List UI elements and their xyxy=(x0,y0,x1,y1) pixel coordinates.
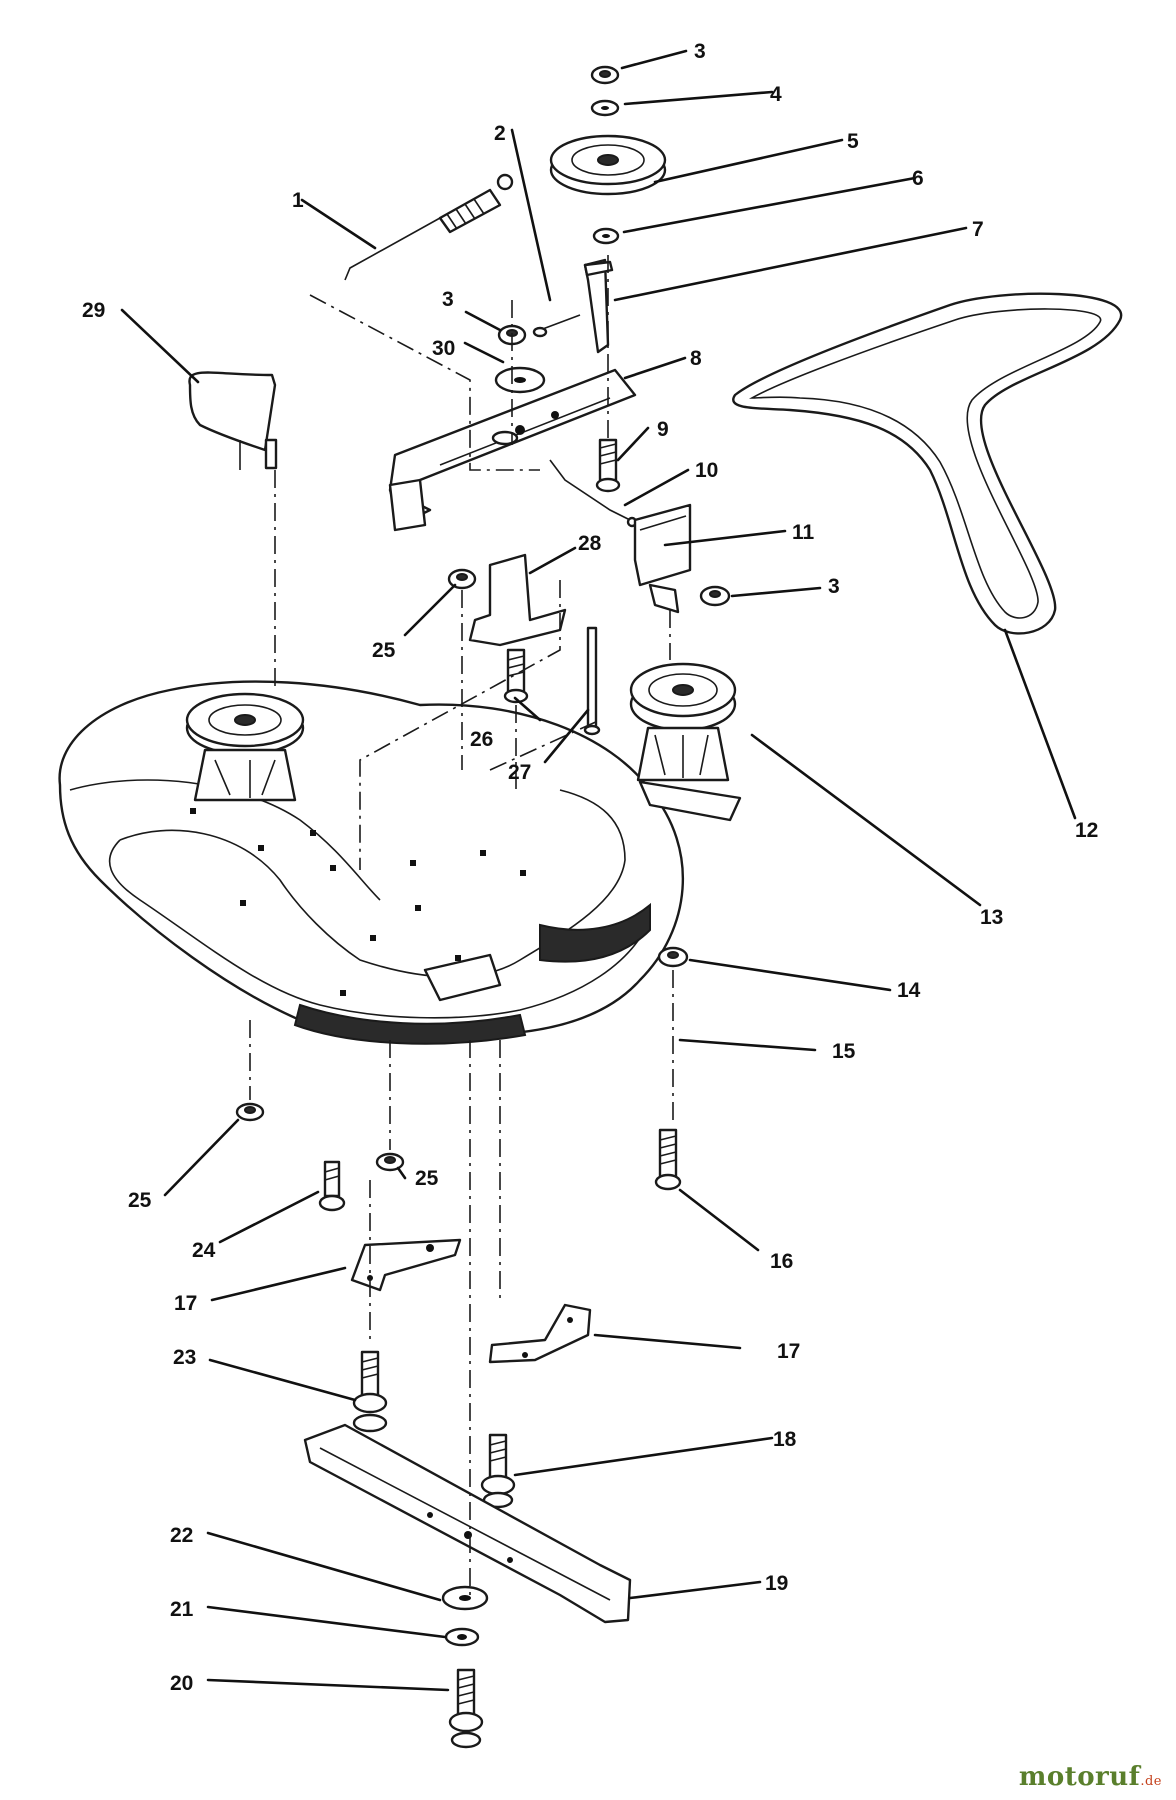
callout-9: 9 xyxy=(657,418,669,441)
watermark-main: motoruf xyxy=(1018,1762,1141,1792)
nut-25-left xyxy=(235,1102,265,1122)
nut-25-center xyxy=(375,1152,405,1172)
leader-lines xyxy=(120,49,1077,1692)
callout-1: 1 xyxy=(292,189,304,212)
nut-25-upper xyxy=(447,568,477,590)
nut-14 xyxy=(657,946,689,968)
mower-blade xyxy=(303,1423,632,1624)
bolt-24 xyxy=(318,1160,346,1212)
callout-3-right: 3 xyxy=(828,575,840,598)
callout-25-upper: 25 xyxy=(372,639,396,662)
lift-handle xyxy=(188,371,278,470)
clevis-pin xyxy=(532,314,581,338)
mower-deck xyxy=(58,680,685,1045)
callout-28: 28 xyxy=(578,532,602,555)
nut-right xyxy=(699,585,731,607)
callout-5: 5 xyxy=(847,130,859,153)
belt-guard xyxy=(633,503,692,614)
deck-holes xyxy=(190,808,526,996)
callout-4: 4 xyxy=(770,83,782,106)
alignment-lines xyxy=(249,255,674,1600)
callout-21: 21 xyxy=(170,1598,194,1621)
callout-6: 6 xyxy=(912,167,924,190)
callout-17-right: 17 xyxy=(777,1340,800,1363)
callout-29: 29 xyxy=(82,299,105,322)
blade-washer xyxy=(441,1585,489,1611)
callout-22: 22 xyxy=(170,1524,193,1547)
callout-19: 19 xyxy=(765,1572,788,1595)
carriage-bolt xyxy=(503,648,529,704)
blade-bolt xyxy=(448,1668,484,1749)
mounting-bracket xyxy=(468,553,567,647)
washer-top xyxy=(590,99,620,117)
top-nut xyxy=(590,65,620,85)
spacer-washer xyxy=(494,366,546,394)
callout-17-left: 17 xyxy=(174,1292,197,1315)
spindle-assembly xyxy=(629,662,742,822)
callout-23: 23 xyxy=(173,1346,196,1369)
callout-25-lower-left: 25 xyxy=(128,1189,152,1212)
bolt-18 xyxy=(480,1433,516,1509)
callout-11: 11 xyxy=(792,521,815,544)
callout-13: 13 xyxy=(980,906,1003,929)
callout-30: 30 xyxy=(432,337,455,360)
idler-arm xyxy=(388,368,637,532)
callout-24: 24 xyxy=(192,1239,216,1262)
callout-18: 18 xyxy=(773,1428,797,1451)
watermark-tld: .de xyxy=(1140,1774,1162,1789)
callout-14: 14 xyxy=(897,979,921,1002)
idler-bracket xyxy=(583,258,614,354)
callout-12: 12 xyxy=(1075,819,1098,842)
watermark-logo: motoruf.de xyxy=(1019,1762,1162,1792)
callout-27: 27 xyxy=(508,761,531,784)
callout-15: 15 xyxy=(832,1040,856,1063)
callout-7: 7 xyxy=(972,218,984,241)
callout-8: 8 xyxy=(690,347,702,370)
callout-16: 16 xyxy=(770,1250,793,1273)
extension-spring xyxy=(344,173,514,281)
v-belt xyxy=(732,292,1123,635)
stabilizer-right xyxy=(488,1303,592,1364)
callout-3-middle: 3 xyxy=(442,288,454,311)
idler-pulley xyxy=(549,134,667,196)
link-rod xyxy=(549,459,638,528)
bolt-shoulder xyxy=(595,438,621,493)
callout-10: 10 xyxy=(695,459,718,482)
stabilizer-left xyxy=(350,1238,462,1292)
callout-25-lower-center: 25 xyxy=(415,1167,439,1190)
callout-26: 26 xyxy=(470,728,493,751)
callout-20: 20 xyxy=(170,1672,193,1695)
leader-lines-extra xyxy=(464,310,822,598)
lock-washer xyxy=(444,1627,480,1647)
deck-pin xyxy=(583,626,601,736)
callout-3-top: 3 xyxy=(694,40,706,63)
callout-2: 2 xyxy=(494,122,506,145)
bolt-23 xyxy=(352,1350,388,1433)
left-spindle xyxy=(185,692,305,802)
bolt-16 xyxy=(654,1128,682,1191)
callout-labels: 1 2 3 4 5 6 7 8 9 10 11 12 13 14 15 16 1… xyxy=(82,40,1098,1695)
washer-under-pulley xyxy=(592,227,620,245)
